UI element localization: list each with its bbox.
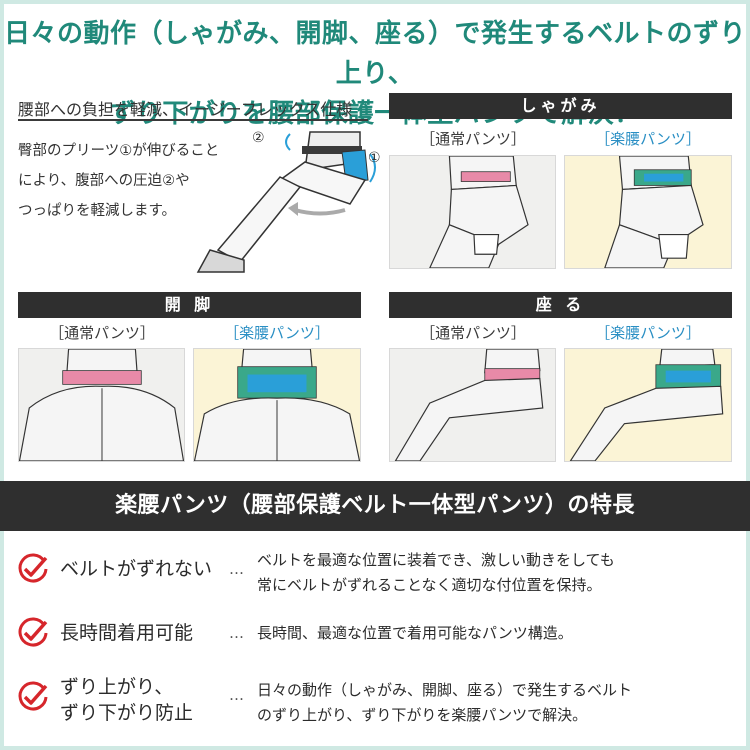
marker-2: ② — [252, 130, 265, 146]
check-circle-icon — [18, 617, 48, 647]
intro-desc-line-2: により、腹部への圧迫②や — [18, 173, 190, 189]
feature-desc-3-line-1: 日々の動作（しゃがみ、開脚、座る）で発生するベルト — [257, 681, 633, 699]
spread-raku-image — [193, 348, 361, 462]
intro-heading: 腰部への負担を軽減、イージーフレックス仕様 — [18, 100, 353, 119]
panel-header-spread: 開 脚 — [18, 292, 361, 318]
features-banner: 楽腰パンツ（腰部保護ベルト一体型パンツ）の特長 — [0, 481, 750, 531]
feature-desc-2-line-1: 長時間、最適な位置で着用可能なパンツ構造。 — [257, 624, 573, 642]
feature-title-2: 長時間着用可能 — [60, 622, 194, 644]
feature-row-2: 長時間着用可能 … 長時間、最適な位置で着用可能なパンツ構造。 — [16, 616, 736, 656]
intro-description: 臀部のプリーツ①が伸びること により、腹部への圧迫②や つっぱりを軽減します。 — [18, 136, 238, 226]
feature-dots-1: … — [229, 560, 244, 578]
check-circle-icon — [18, 681, 48, 711]
feature-desc-1: ベルトを最適な位置に装着でき、激しい動きをしても 常にベルトがずれることなく適切… — [257, 548, 615, 598]
headline-line-1: 日々の動作（しゃがみ、開脚、座る）で発生するベルトのずり上り、 — [3, 19, 746, 89]
spread-label-normal: ［通常パンツ］ — [49, 324, 155, 342]
intro-desc-line-3: つっぱりを軽減します。 — [18, 203, 177, 219]
marker-1: ① — [368, 150, 381, 166]
feature-desc-3-line-2: のずり上がり、ずり下がりを楽腰パンツで解決。 — [257, 706, 588, 724]
feature-row-1: ベルトがずれない … ベルトを最適な位置に装着でき、激しい動きをしても 常にベル… — [16, 548, 736, 608]
squat-label-raku: ［楽腰パンツ］ — [595, 130, 701, 148]
panel-header-squat: しゃがみ — [389, 93, 732, 119]
feature-title-3-line-2: ずり下がり防止 — [60, 702, 194, 724]
feature-row-3: ずり上がり、 ずり下がり防止 … 日々の動作（しゃがみ、開脚、座る）で発生するベ… — [16, 672, 736, 732]
knee-bend-svg: ② ① — [196, 130, 381, 273]
feature-desc-1-line-1: ベルトを最適な位置に装着でき、激しい動きをしても — [257, 551, 615, 569]
feature-title-1: ベルトがずれない — [60, 558, 213, 580]
squat-raku-image — [564, 155, 732, 269]
sit-label-normal: ［通常パンツ］ — [420, 324, 526, 342]
spread-normal-image — [18, 348, 185, 462]
feature-desc-2: 長時間、最適な位置で着用可能なパンツ構造。 — [257, 621, 573, 646]
sit-normal-image — [389, 348, 556, 462]
feature-title-3-line-1: ずり上がり、 — [60, 676, 174, 698]
knee-bend-illustration: ② ① — [170, 122, 385, 282]
sit-raku-image — [564, 348, 732, 462]
intro-desc-line-1: 臀部のプリーツ①が伸びること — [18, 143, 220, 159]
squat-label-normal: ［通常パンツ］ — [420, 130, 526, 148]
sit-label-raku: ［楽腰パンツ］ — [595, 324, 701, 342]
check-circle-icon — [18, 553, 48, 583]
spread-label-raku: ［楽腰パンツ］ — [224, 324, 330, 342]
feature-dots-3: … — [229, 686, 244, 704]
feature-title-3: ずり上がり、 ずり下がり防止 — [60, 674, 193, 726]
intro-heading-underline — [18, 119, 368, 121]
feature-dots-2: … — [229, 624, 244, 642]
belt-strap — [302, 146, 362, 154]
squat-normal-image — [389, 155, 556, 269]
feature-desc-3: 日々の動作（しゃがみ、開脚、座る）で発生するベルト のずり上がり、ずり下がりを楽… — [257, 678, 632, 728]
feature-desc-1-line-2: 常にベルトがずれることなく適切な付位置を保持。 — [257, 576, 602, 594]
panel-header-sit: 座 る — [389, 292, 732, 318]
